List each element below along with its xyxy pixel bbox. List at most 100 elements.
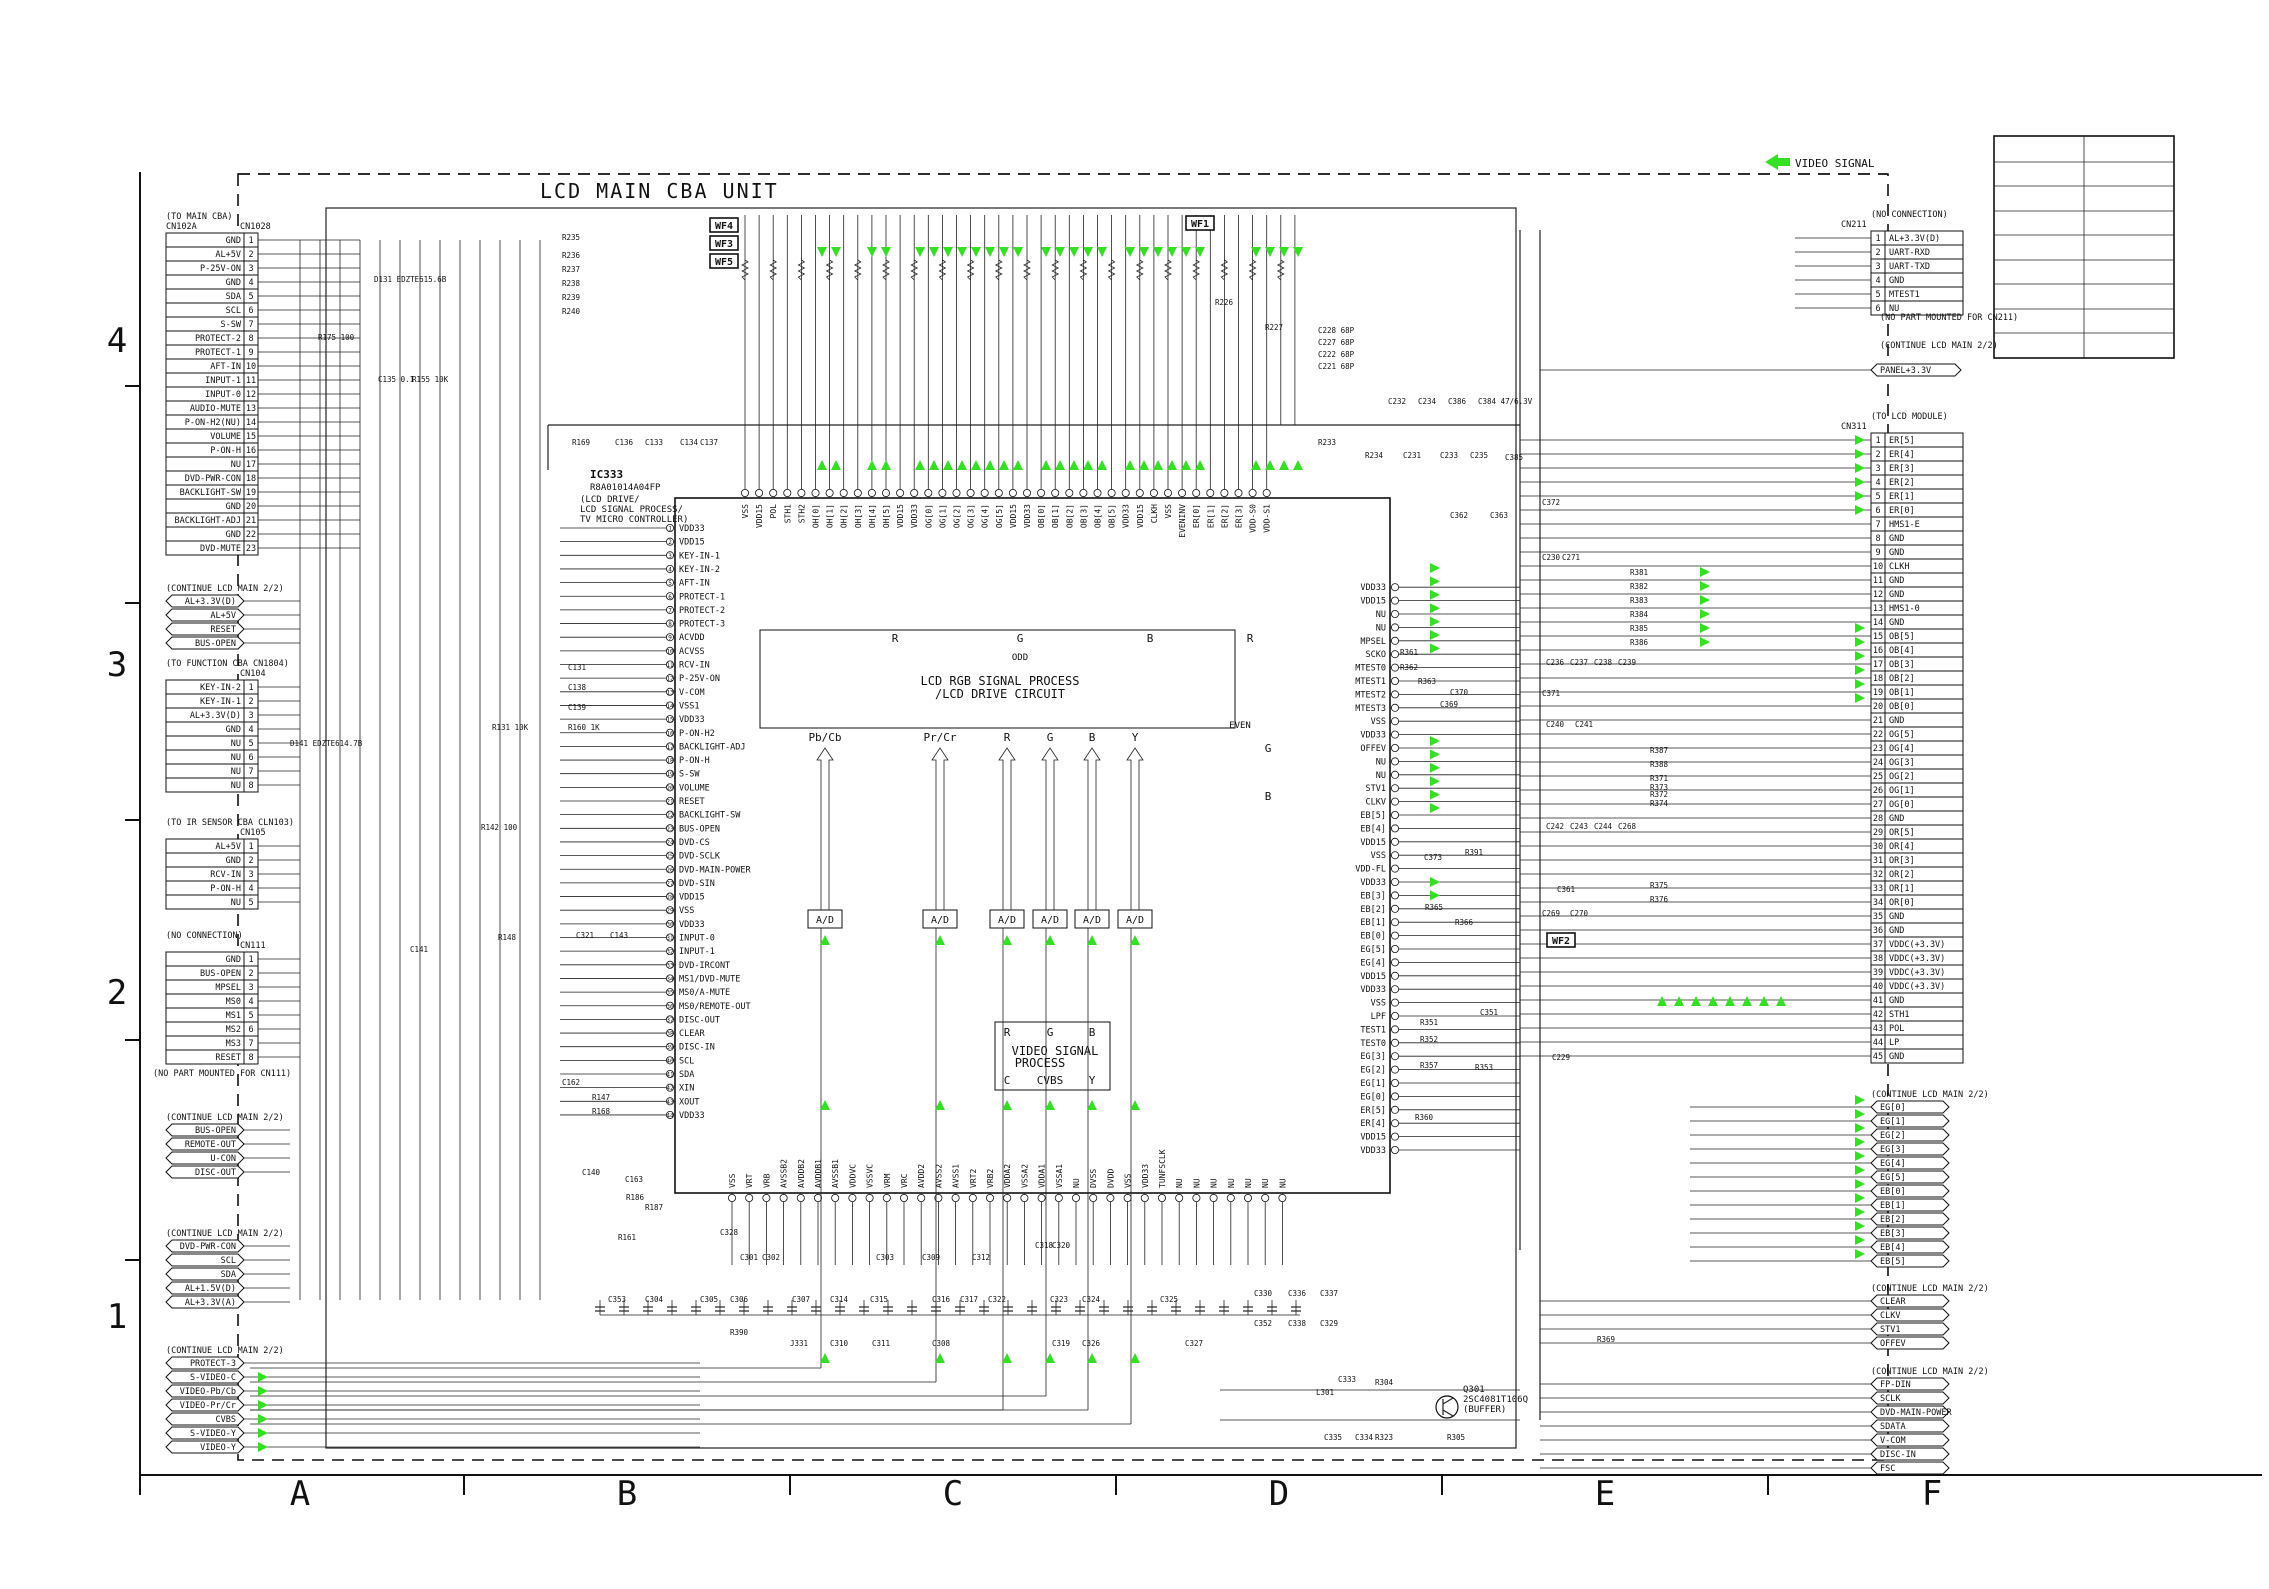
component-label: R362 (1400, 663, 1418, 672)
ic-left-pin-name: KEY-IN-2 (679, 565, 720, 575)
connector-pin-label: UART-RXD (1889, 248, 1930, 258)
connector-pin-label: STV1 (1880, 1325, 1900, 1335)
ic-right-pin-name: VDD15 (1360, 838, 1386, 848)
connector-pin-label: EB[0] (1880, 1187, 1906, 1197)
connector-pin-number: 7 (248, 320, 253, 330)
connector-pin-number: 5 (248, 1011, 253, 1021)
ic-right-pin-name: EG[1] (1360, 1079, 1386, 1089)
ic-left-pin-name: INPUT-0 (679, 934, 715, 944)
ic-right-pin-name: LPF (1371, 1012, 1386, 1022)
ic-right-pin-name: MTEST2 (1355, 690, 1386, 700)
connector-pin-number: 6 (248, 1025, 253, 1035)
ic-bottom-pin-name: NU (1210, 1178, 1219, 1188)
connector-pin-label: MS1 (226, 1011, 241, 1021)
connector-pin-label: BUS-OPEN (195, 1126, 236, 1136)
component-label: C243 (1570, 822, 1588, 831)
component-label: C318 (1035, 1241, 1054, 1250)
connector-pin-number: 22 (1873, 730, 1883, 740)
component-label: C232 (1388, 397, 1406, 406)
connector-pin-number: 32 (1873, 870, 1883, 880)
component-label: C238 (1594, 658, 1613, 667)
connector-pin-label: BUS-OPEN (200, 969, 241, 979)
ic-left-pin-name: BUS-OPEN (679, 824, 720, 834)
connector-pin-label: GND (226, 278, 241, 288)
component-label: C268 (1618, 822, 1637, 831)
component-label: R372 (1650, 790, 1668, 799)
connector-pin-number: 17 (1873, 660, 1883, 670)
ic-right-pin-name: EB[0] (1360, 932, 1386, 942)
ic-right-pin-name: TEST0 (1360, 1039, 1386, 1049)
component-label: C162 (562, 1078, 580, 1087)
component-label: R148 (498, 933, 517, 942)
ic-bottom-pin-name: VSSA2 (1020, 1164, 1029, 1188)
component-label: R373 (1650, 783, 1668, 792)
ic-left-pin-number: 27 (666, 880, 674, 887)
connector-pin-label: NU (231, 767, 241, 777)
connector-pin-number: 1 (1875, 436, 1880, 446)
ic-left-pin-number: 39 (666, 1044, 674, 1051)
connector-pin-number: 18 (1873, 674, 1883, 684)
ic-left-pin-number: 32 (666, 949, 674, 956)
component-label: R155 10K (412, 375, 449, 384)
connector-pin-number: 23 (246, 544, 256, 554)
ic-left-pin-name: DVD-MAIN-POWER (679, 865, 752, 875)
connector-pin-label: DISC-OUT (195, 1168, 236, 1178)
video-signal-arrows (258, 247, 1865, 1452)
video-pin-r: R (1004, 1026, 1011, 1039)
component-label: C141 (410, 945, 428, 954)
ic-top-pin-name: VDD33 (1023, 504, 1032, 528)
ic-left-pin-number: 42 (666, 1085, 674, 1092)
connector-pin-label: OB[5] (1889, 632, 1915, 642)
component-label: C330 (1254, 1289, 1273, 1298)
ic-bottom-pin-name: NU (1192, 1178, 1201, 1188)
transistor-q301: Q301 2SC4081T106Q (BUFFER) (1435, 1385, 1528, 1419)
ic-left-pin-number: 16 (666, 730, 674, 737)
ic-right-pin-name: EB[4] (1360, 824, 1386, 834)
ic-bottom-pin-name: NU (1244, 1178, 1253, 1188)
ic-bottom-pin-name: AVDD2 (917, 1164, 926, 1188)
connector-sub: CN102A (166, 222, 197, 232)
component-label: C221 68P (1318, 362, 1355, 371)
connector-pin-label: GND (1889, 996, 1904, 1006)
component-label: R131 10K (492, 723, 529, 732)
q301-ref: Q301 (1463, 1385, 1485, 1395)
ic-left-pin-name: VDD15 (679, 538, 705, 548)
connector-pin-label: ER[1] (1889, 492, 1915, 502)
connector-pin-label: PROTECT-3 (190, 1359, 236, 1369)
connector-pin-label: CVBS (216, 1415, 236, 1425)
ic-bottom-pin-name: VSS (1124, 1173, 1133, 1188)
component-label: C369 (1440, 700, 1458, 709)
connector-pin-number: 16 (246, 446, 256, 456)
connector-pin-label: EG[4] (1880, 1159, 1906, 1169)
ic-right-pin-name: VSS (1371, 717, 1386, 727)
ic-top-pin-name: OH[2] (840, 504, 849, 528)
connector-pin-label: OR[5] (1889, 828, 1915, 838)
component-label: R351 (1420, 1018, 1438, 1027)
component-label: R361 (1400, 648, 1418, 657)
ic-left-pin-number: 4 (668, 566, 672, 573)
connector-pin-number: 33 (1873, 884, 1883, 894)
component-label: C236 (1546, 658, 1565, 667)
component-label: R352 (1420, 1035, 1438, 1044)
component-label: C338 (1288, 1319, 1307, 1328)
ic-right-pin-name: CLKV (1366, 798, 1386, 808)
connector-pin-number: 27 (1873, 800, 1883, 810)
rgb-top-b: B (1147, 632, 1154, 645)
connector-pin-label: P-ON-H (210, 884, 241, 894)
ic-left-pin-number: 40 (666, 1058, 674, 1065)
component-label: R187 (645, 1203, 663, 1212)
ic-left-pin-name: S-SW (679, 770, 700, 780)
connector-pin-number: 22 (246, 530, 256, 540)
connector-pin-label: DISC-IN (1880, 1450, 1916, 1460)
component-label: C302 (762, 1253, 780, 1262)
connector-pin-number: 2 (1875, 450, 1880, 460)
connector-pin-number: 3 (248, 264, 253, 274)
ic-left-pin-name: PROTECT-3 (679, 620, 725, 630)
component-label: C372 (1542, 498, 1560, 507)
ic-left-pin-number: 34 (666, 976, 674, 983)
ic-right-pin-name: VDD33 (1360, 583, 1386, 593)
connector-pin-label: V-COM (1880, 1436, 1906, 1446)
connector-pin-number: 17 (246, 460, 256, 470)
connector-pin-number: 4 (248, 725, 253, 735)
